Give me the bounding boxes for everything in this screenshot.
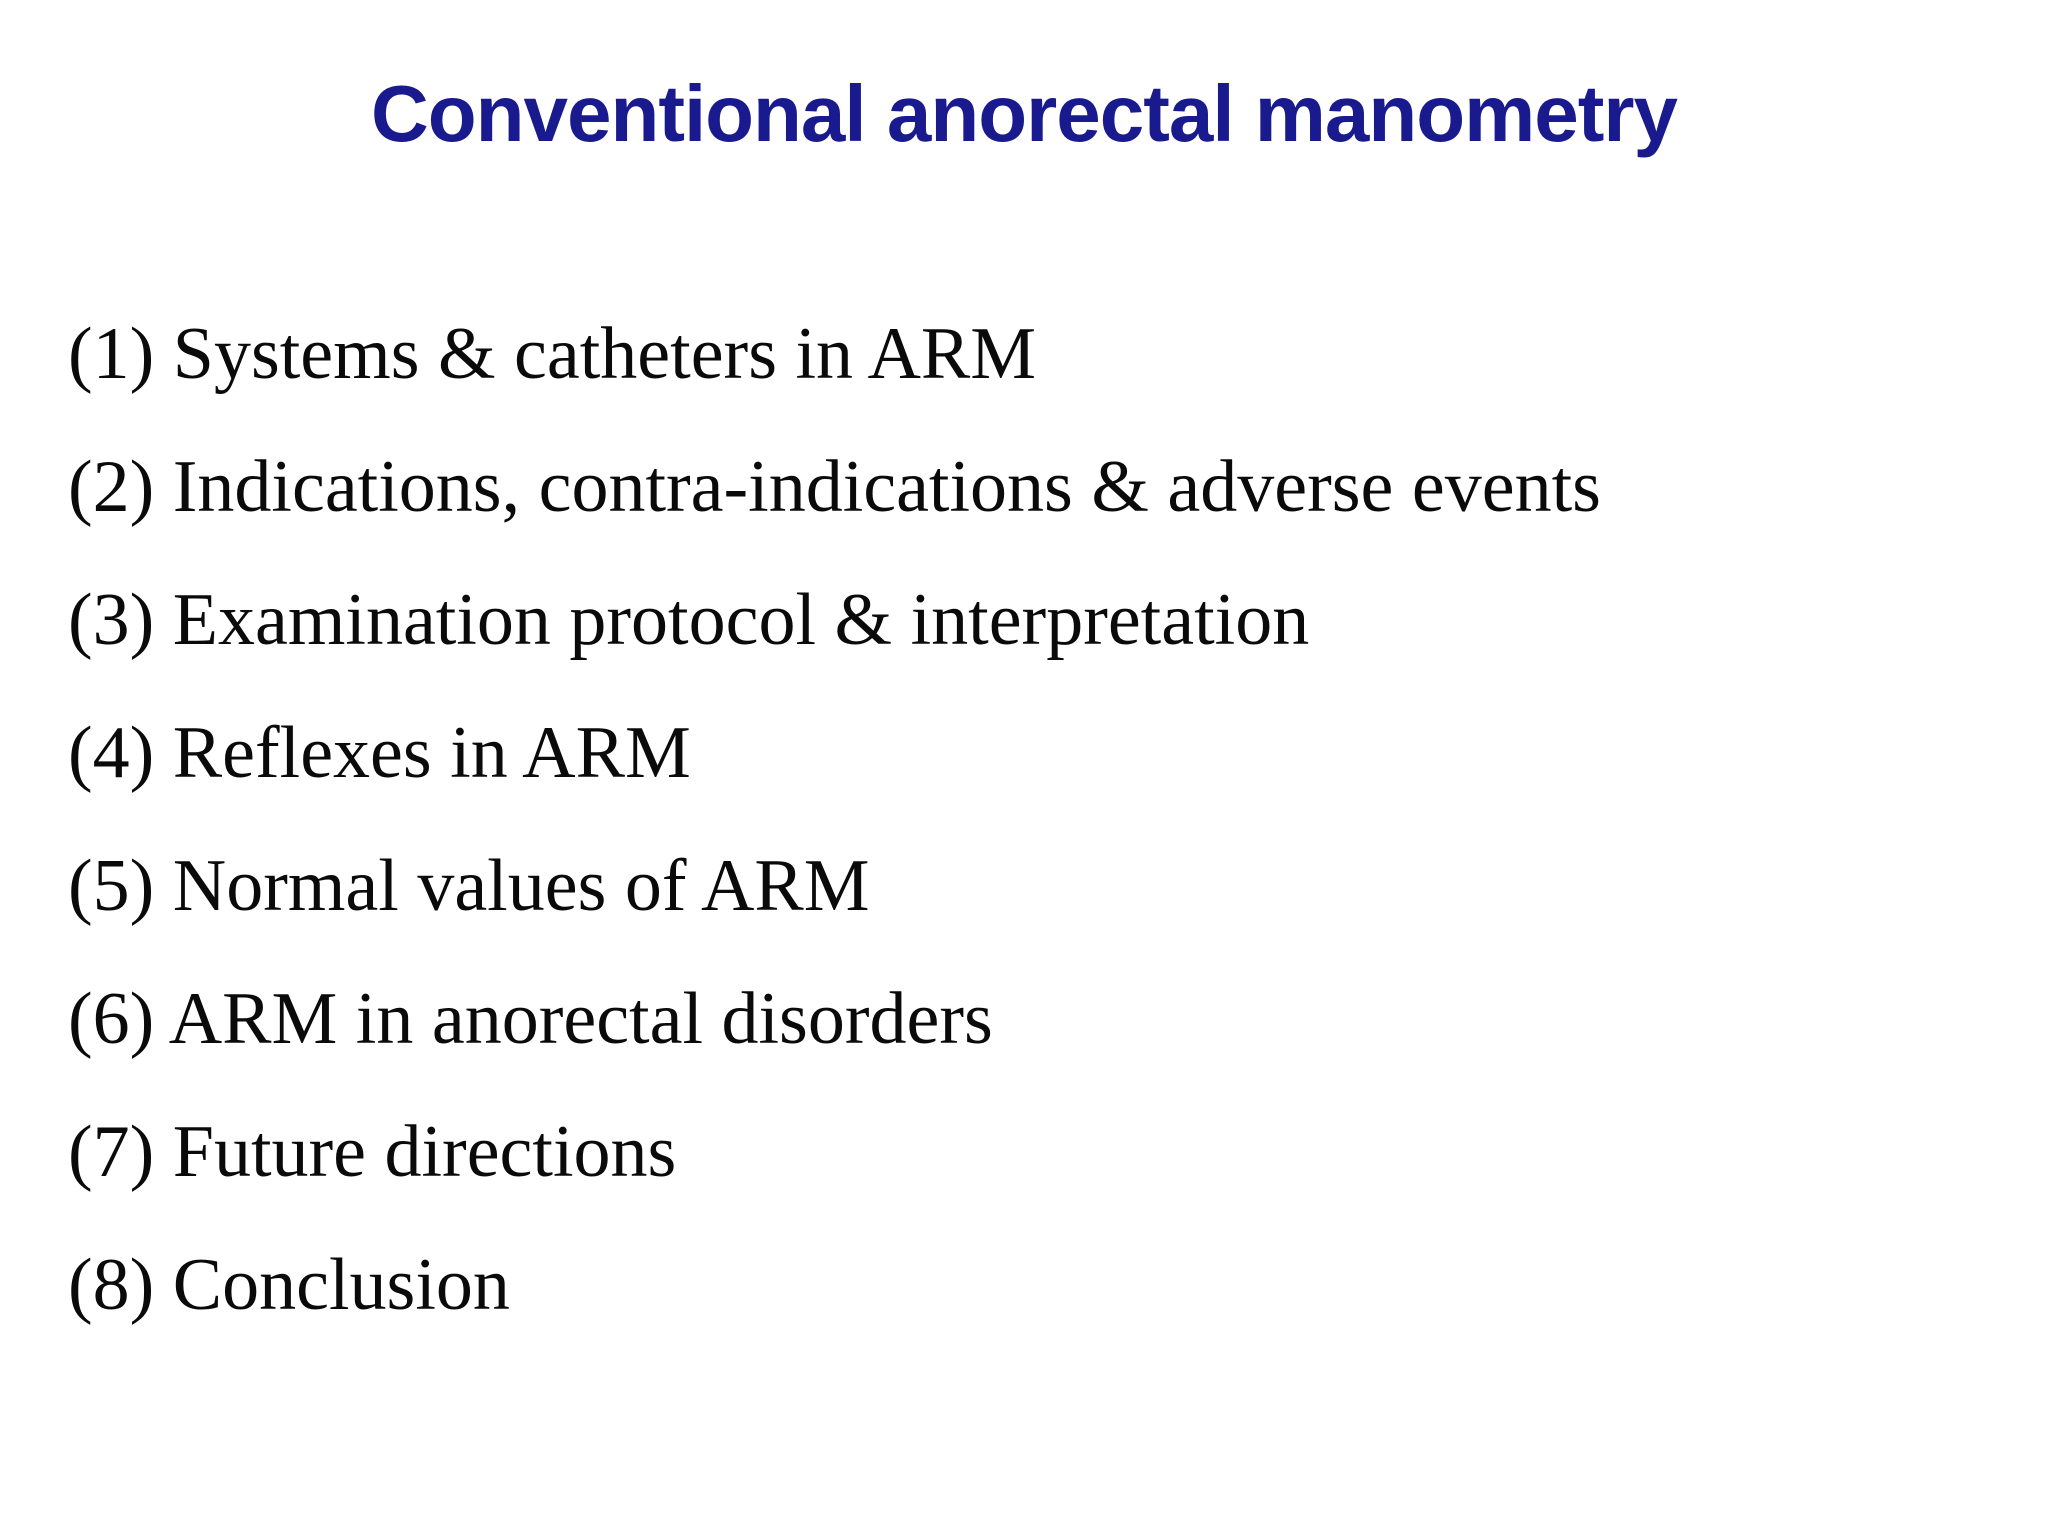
- agenda-item-6: (6) ARM in anorectal disorders: [68, 978, 993, 1060]
- agenda-item-3: (3) Examination protocol & interpretatio…: [68, 579, 1310, 661]
- agenda-item-4: (4) Reflexes in ARM: [68, 712, 691, 794]
- agenda-item-2: (2) Indications, contra-indications & ad…: [68, 446, 1601, 528]
- agenda-item-5: (5) Normal values of ARM: [68, 845, 870, 927]
- agenda-item-1: (1) Systems & catheters in ARM: [68, 313, 1037, 395]
- agenda-item-7: (7) Future directions: [68, 1111, 677, 1193]
- slide-title: Conventional anorectal manometry: [370, 69, 1678, 158]
- agenda-item-8: (8) Conclusion: [68, 1244, 510, 1326]
- agenda-list: (1) Systems & catheters in ARM (2) Indic…: [68, 288, 1988, 1352]
